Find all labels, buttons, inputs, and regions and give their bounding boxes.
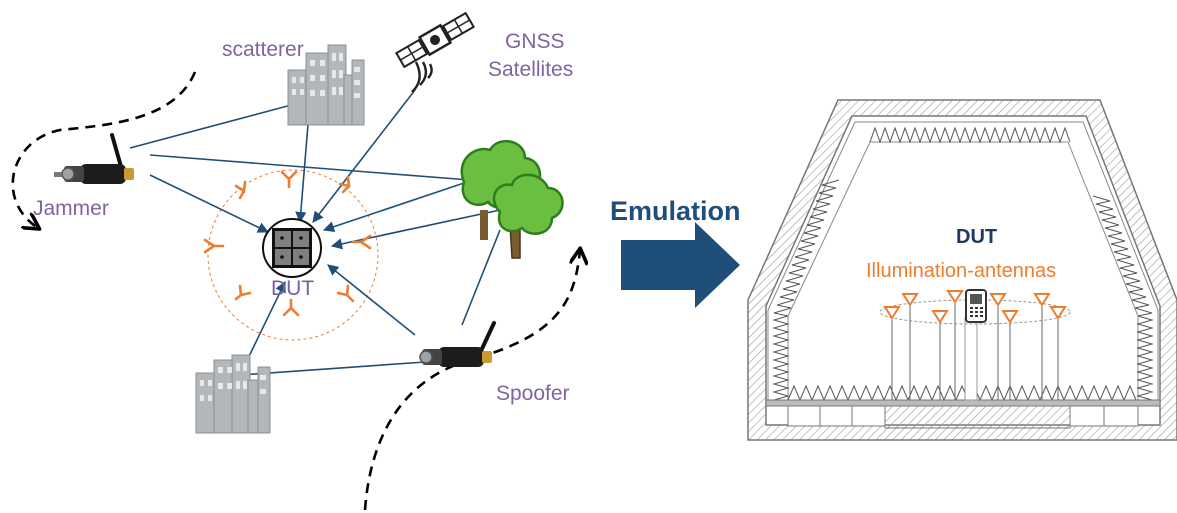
scatterer-label: scatterer (222, 38, 304, 61)
dut-device-icon (262, 218, 322, 278)
phone-icon (965, 289, 987, 323)
jammer-motion-path (11, 71, 197, 228)
gnss-label-line1: GNSS (505, 30, 565, 53)
illumination-antennas (883, 290, 1067, 324)
antenna-icon (234, 180, 247, 200)
antenna-icon (338, 175, 351, 194)
antenna-icon (351, 234, 372, 250)
antenna-icon (280, 170, 298, 189)
dut-antennas (203, 170, 372, 317)
dut-antenna-ring (207, 169, 379, 341)
antenna-icon (989, 293, 1007, 307)
spoofer-label: Spoofer (496, 382, 570, 405)
emulation-label: Emulation (610, 196, 741, 226)
antenna-icon (282, 298, 300, 317)
jammer-label: Jammer (33, 197, 109, 220)
antenna-icon (1001, 310, 1019, 324)
emulation-arrow-icon (621, 222, 740, 308)
antenna-icon (901, 293, 919, 307)
antenna-icon (883, 306, 901, 320)
building-icon (195, 354, 271, 434)
antenna-icon (203, 238, 225, 254)
satellite-icon (394, 11, 476, 69)
illumination-antennas-label: Illumination-antennas (866, 260, 1056, 282)
jammer-device-icon (54, 133, 134, 184)
anechoic-chamber-icon (747, 99, 1177, 441)
satellite-signal-icon (411, 61, 433, 93)
dut-label: DUT (271, 277, 314, 300)
tree-icon (460, 139, 564, 259)
antenna-masts (891, 302, 1059, 400)
antenna-icon (1033, 293, 1051, 307)
gnss-label-line2: Satellites (488, 58, 573, 81)
antenna-icon (931, 310, 949, 324)
antenna-icon (336, 284, 355, 303)
spoofer-device-icon (419, 321, 496, 367)
signal-rays (129, 89, 501, 376)
building-icon (287, 44, 365, 126)
antenna-icon (946, 290, 964, 304)
antenna-icon (1049, 306, 1067, 320)
chamber-dut-label: DUT (956, 226, 997, 248)
spoofer-motion-path (363, 250, 580, 511)
antenna-icon (234, 284, 252, 301)
